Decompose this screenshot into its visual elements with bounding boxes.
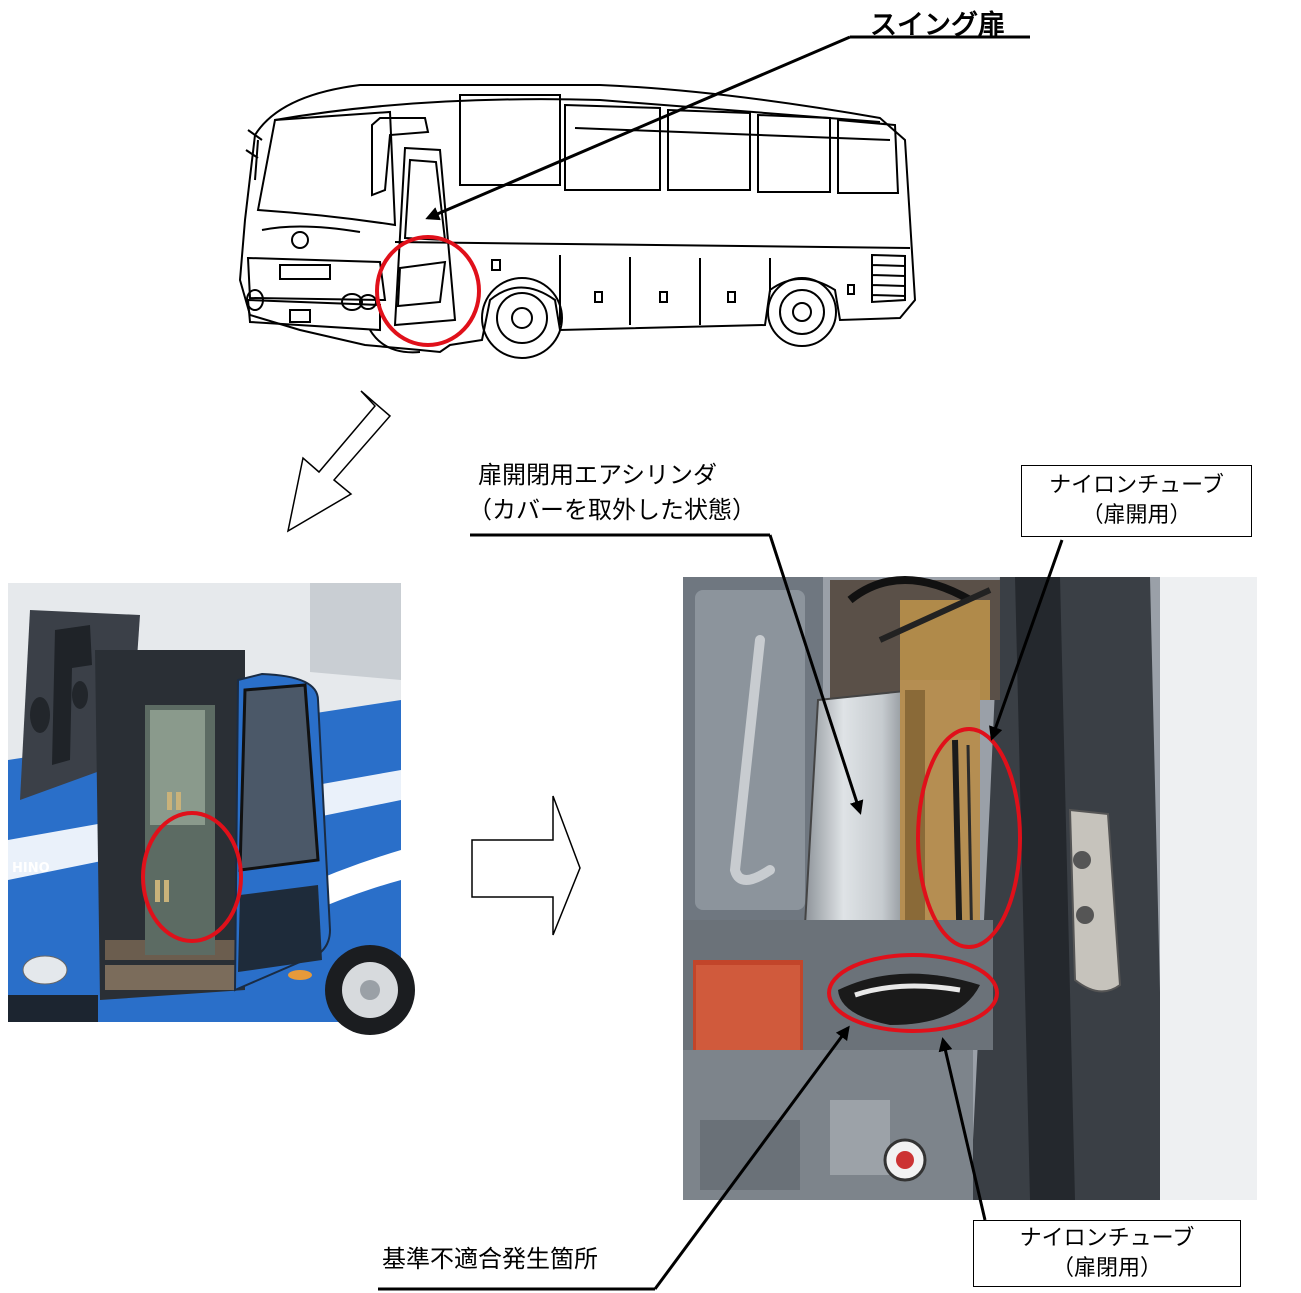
nylon-tube-close-box: ナイロンチューブ （扉閉用）	[973, 1220, 1241, 1287]
nylon-tube-open-line1: ナイロンチューブ	[1049, 473, 1224, 498]
swing-door-label: スイング扉	[870, 10, 1005, 41]
hino-logo-text: HINO	[12, 861, 50, 876]
nonconformity-highlight	[827, 953, 999, 1033]
air-cylinder-label-line2: （カバーを取外した状態）	[468, 496, 756, 524]
nylon-tube-open-highlight	[916, 727, 1022, 949]
air-cylinder-label-line1: 扉開閉用エアシリンダ	[478, 461, 718, 489]
nonconformity-arrow	[653, 1025, 850, 1290]
air-cylinder-photo	[683, 576, 1257, 1200]
nylon-tube-open-line2: （扉開用）	[1081, 503, 1192, 528]
hollow-arrow-down-left	[286, 390, 392, 533]
nylon-open-arrow	[989, 539, 1064, 741]
nylon-tube-open-box: ナイロンチューブ （扉開用）	[1021, 465, 1252, 537]
nonconformity-label: 基準不適合発生箇所	[382, 1245, 598, 1273]
bus-door-highlight-circle	[375, 235, 481, 347]
bus-door-photo	[8, 583, 415, 1035]
nylon-tube-close-line2: （扉閉用）	[1051, 1255, 1162, 1281]
photo-door-highlight-circle	[141, 811, 243, 943]
nylon-tube-close-line1: ナイロンチューブ	[1019, 1225, 1195, 1251]
air-cylinder-arrow	[768, 534, 864, 815]
swing-door-arrow	[425, 35, 851, 221]
bus-line-drawing	[238, 84, 917, 359]
nylon-close-arrow	[938, 1037, 987, 1221]
hollow-arrow-right	[471, 795, 581, 936]
